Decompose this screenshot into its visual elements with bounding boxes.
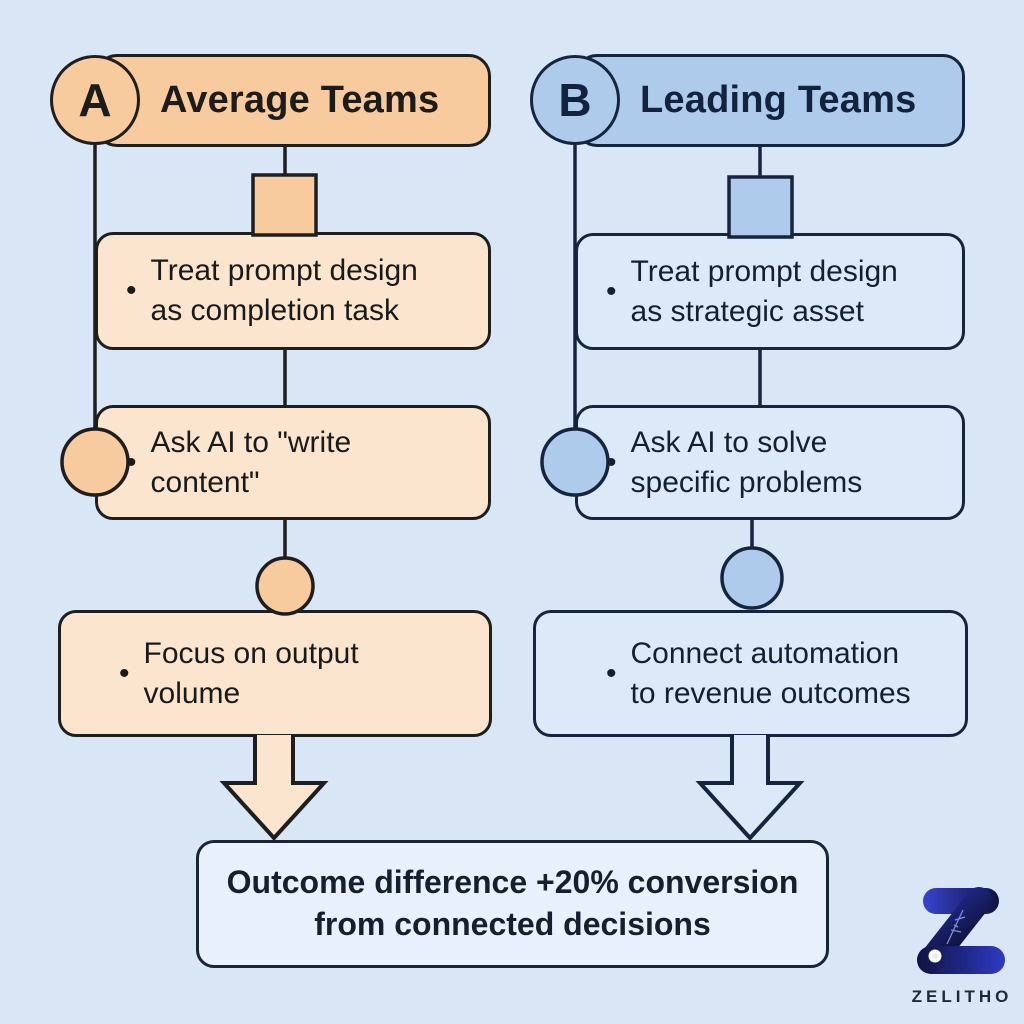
leading-item-1-text: Treat prompt design as strategic asset bbox=[630, 254, 898, 328]
bullet-icon: • bbox=[119, 656, 130, 690]
edge-circle-b bbox=[540, 427, 610, 497]
square-node-a bbox=[251, 173, 318, 237]
header-average-teams: Average Teams bbox=[95, 54, 491, 147]
badge-b: B bbox=[530, 55, 620, 145]
average-item-2-text: Ask AI to "write content" bbox=[150, 425, 352, 499]
header-average-teams-label: Average Teams bbox=[160, 79, 440, 121]
header-leading-teams-label: Leading Teams bbox=[640, 79, 917, 121]
bullet-icon: • bbox=[606, 656, 617, 690]
zelitho-logo-icon bbox=[916, 887, 1005, 974]
leading-item-3-text: Connect automation to revenue outcomes bbox=[630, 636, 911, 710]
square-node-b bbox=[727, 175, 794, 239]
brand-block: ZELITHO bbox=[902, 884, 1022, 1007]
bullet-icon: • bbox=[606, 274, 617, 308]
average-item-2: • Ask AI to "write content" bbox=[95, 405, 491, 520]
average-item-3: • Focus on output volume bbox=[58, 610, 492, 737]
average-item-1-text: Treat prompt design as completion task bbox=[150, 254, 418, 327]
down-arrow-a bbox=[219, 735, 329, 841]
z-white-dot-inner bbox=[931, 953, 938, 959]
leading-item-2-text: Ask AI to solve specific problems bbox=[630, 425, 863, 499]
leading-item-1: • Treat prompt design as strategic asset bbox=[575, 233, 965, 350]
edge-circle-a bbox=[60, 427, 130, 497]
leading-item-3: • Connect automation to revenue outcomes bbox=[533, 610, 968, 737]
circle-node-a bbox=[255, 556, 315, 616]
average-item-3-text: Focus on output volume bbox=[143, 636, 359, 710]
outcome-box: Outcome difference +20% conversion from … bbox=[196, 840, 829, 968]
header-leading-teams: Leading Teams bbox=[575, 54, 965, 147]
bullet-icon: • bbox=[606, 445, 617, 479]
z-etching-detail bbox=[945, 909, 965, 945]
badge-b-letter: B bbox=[558, 74, 592, 126]
badge-a-letter: A bbox=[78, 74, 112, 126]
bullet-icon: • bbox=[126, 445, 137, 479]
badge-a: A bbox=[50, 55, 140, 145]
brand-name: ZELITHO bbox=[911, 987, 1013, 1006]
outcome-text: Outcome difference +20% conversion from … bbox=[226, 864, 799, 942]
leading-item-2: • Ask AI to solve specific problems bbox=[575, 405, 965, 520]
circle-node-b bbox=[720, 546, 784, 610]
down-arrow-b bbox=[695, 735, 805, 841]
average-item-1: • Treat prompt design as completion task bbox=[95, 232, 491, 350]
bullet-icon: • bbox=[126, 274, 137, 308]
